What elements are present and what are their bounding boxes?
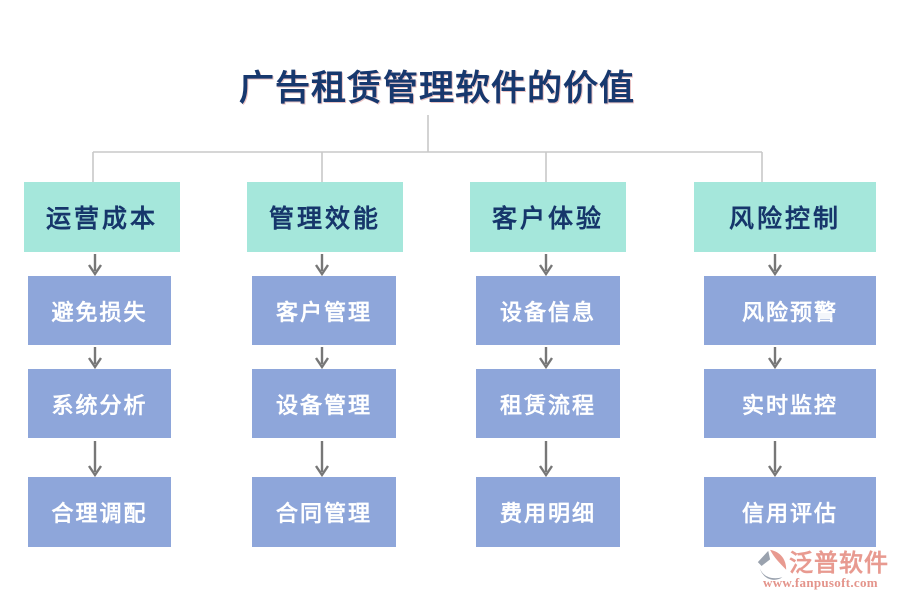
header-management-efficiency: 管理效能 (247, 182, 403, 252)
item-equipment-info: 设备信息 (476, 276, 620, 345)
tree-branch-lines (92, 115, 763, 182)
page-title: 广告租赁管理软件的价值 (238, 69, 635, 108)
header-risk-control: 风险控制 (694, 182, 876, 252)
item-rental-process: 租赁流程 (476, 369, 620, 438)
item-credit-evaluation: 信用评估 (704, 477, 876, 547)
item-contract-management: 合同管理 (252, 477, 396, 547)
item-avoid-loss: 避免损失 (28, 276, 171, 345)
fanpu-logo-name: 泛普软件 (789, 551, 889, 578)
header-customer-experience: 客户体验 (470, 182, 626, 252)
item-equipment-management: 设备管理 (252, 369, 396, 438)
item-realtime-monitoring: 实时监控 (704, 369, 876, 438)
item-reasonable-allocation: 合理调配 (28, 477, 171, 547)
item-system-analysis: 系统分析 (28, 369, 171, 438)
item-risk-warning: 风险预警 (704, 276, 876, 345)
flow-arrow-icons (88, 254, 782, 478)
header-operating-cost: 运营成本 (24, 182, 180, 252)
fanpu-logo: 泛普软件 www.fanpusoft.com (755, 548, 895, 591)
item-fee-details: 费用明细 (476, 477, 620, 547)
fanpu-logo-url: www.fanpusoft.com (763, 575, 878, 590)
item-customer-management: 客户管理 (252, 276, 396, 345)
fanpu-logo-icon (757, 549, 787, 580)
